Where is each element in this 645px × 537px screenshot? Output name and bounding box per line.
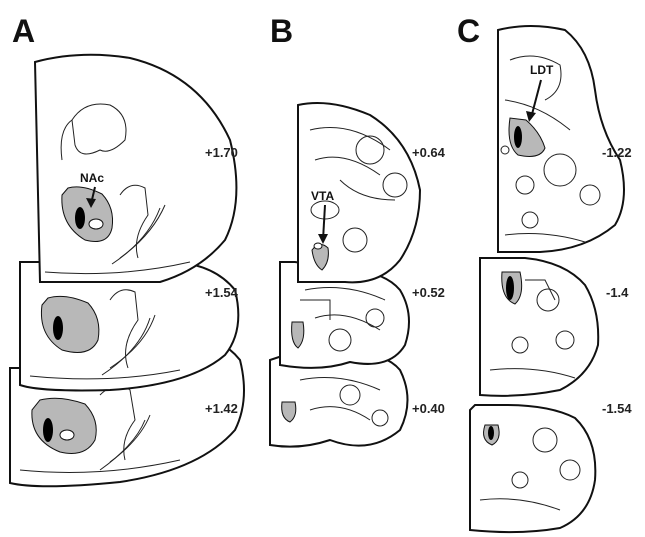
panel-a-region-label: NAc bbox=[80, 171, 104, 185]
panel-a-letter: A bbox=[12, 13, 35, 49]
panel-c-section-1: LDT bbox=[498, 26, 624, 252]
panel-c-coord-3: -1.54 bbox=[602, 401, 632, 416]
panel-b-region-label: VTA bbox=[311, 189, 334, 203]
panel-c-section-3 bbox=[470, 405, 595, 532]
panel-b-coord-2: +0.52 bbox=[412, 285, 445, 300]
panel-b-section-3 bbox=[270, 355, 408, 447]
panel-b-coord-3: +0.40 bbox=[412, 401, 445, 416]
panel-a-section-1: NAc bbox=[35, 55, 236, 282]
panel-b-coord-1: +0.64 bbox=[412, 145, 446, 160]
panel-c-letter: C bbox=[457, 13, 480, 49]
panel-b: B bbox=[270, 13, 446, 447]
panel-c-coord-2: -1.4 bbox=[606, 285, 629, 300]
panel-a-coord-2: +1.54 bbox=[205, 285, 239, 300]
panel-b-letter: B bbox=[270, 13, 293, 49]
panel-c-region-label: LDT bbox=[530, 63, 554, 77]
panel-c: C bbox=[457, 13, 632, 532]
panel-c-section-2 bbox=[480, 258, 598, 396]
panel-b-section-1: VTA bbox=[298, 103, 420, 282]
panel-a: A bbox=[10, 13, 244, 486]
panel-c-coord-1: -1.22 bbox=[602, 145, 632, 160]
panel-a-coord-3: +1.42 bbox=[205, 401, 238, 416]
panel-a-coord-1: +1.70 bbox=[205, 145, 238, 160]
